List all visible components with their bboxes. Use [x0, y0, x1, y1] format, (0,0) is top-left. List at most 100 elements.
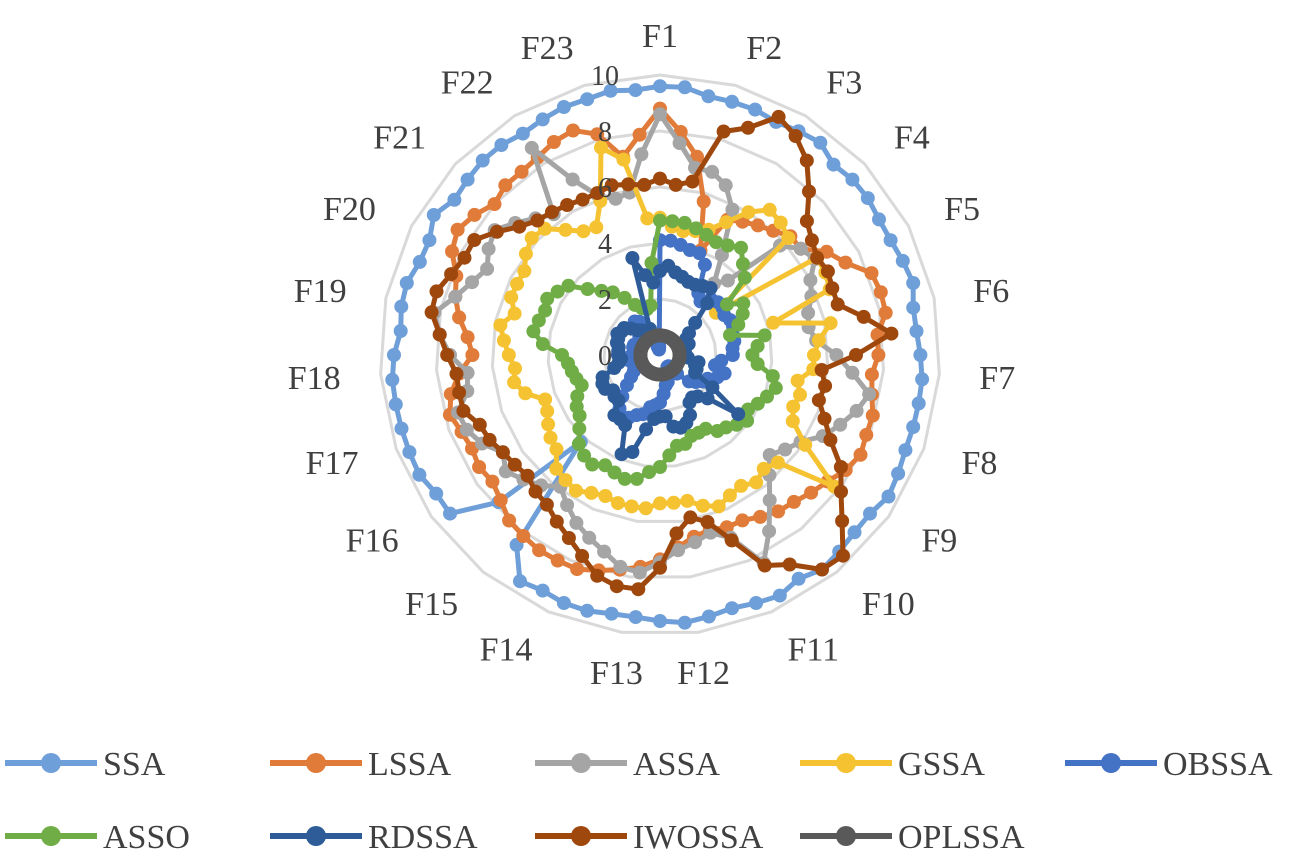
data-point [459, 422, 474, 437]
legend-item: IWOSSA [535, 819, 764, 856]
data-point [748, 102, 763, 117]
data-point [575, 549, 590, 563]
data-point [487, 197, 502, 212]
data-point [575, 192, 590, 207]
data-point [878, 305, 893, 320]
legend-label: OPLSSA [898, 819, 1025, 856]
data-point [895, 253, 910, 268]
data-point [823, 316, 838, 331]
data-point [711, 499, 726, 514]
data-point [582, 530, 597, 545]
data-point [881, 489, 896, 504]
data-point [762, 524, 777, 539]
data-point [493, 318, 508, 333]
series-asso [526, 213, 783, 486]
data-point [770, 455, 785, 470]
data-point [387, 348, 401, 362]
data-point [847, 525, 862, 540]
category-label: F12 [677, 655, 730, 692]
data-point [590, 568, 605, 583]
legend-marker [836, 753, 856, 773]
data-point [734, 240, 748, 255]
data-point [637, 177, 652, 192]
series-iwossa [424, 109, 899, 597]
data-point [402, 445, 417, 460]
data-point [696, 194, 711, 209]
data-point [653, 171, 667, 186]
data-point [429, 284, 444, 299]
data-point [653, 213, 667, 228]
data-point [653, 107, 667, 122]
data-point [393, 324, 408, 338]
legend-label: IWOSSA [633, 819, 764, 856]
data-point [856, 309, 871, 324]
data-point [570, 562, 585, 577]
data-point [803, 273, 818, 288]
data-point [703, 281, 718, 295]
data-point [456, 403, 471, 418]
data-point [838, 255, 853, 270]
data-point [517, 264, 532, 278]
legend-marker [571, 753, 591, 773]
data-point [804, 485, 819, 500]
data-point [555, 348, 569, 362]
data-point [793, 387, 807, 402]
data-point [508, 361, 522, 376]
data-point [560, 198, 575, 212]
data-point [472, 460, 487, 474]
radial-tick-label: 6 [598, 173, 612, 204]
legend-item: GSSA [800, 746, 985, 783]
data-point [572, 421, 587, 436]
data-point [883, 233, 898, 248]
data-point [864, 367, 879, 382]
legend-item: LSSA [270, 746, 452, 783]
data-point [624, 499, 639, 514]
data-point [798, 437, 813, 452]
data-point [810, 250, 825, 265]
data-point [665, 214, 680, 229]
category-label: F2 [746, 30, 782, 67]
category-label: F7 [979, 360, 1015, 397]
data-point [515, 126, 530, 141]
data-point [558, 222, 573, 237]
data-point [720, 297, 734, 312]
radar-series [385, 79, 930, 630]
data-point [790, 373, 805, 388]
data-point [494, 138, 509, 152]
category-label: F16 [346, 523, 399, 560]
data-point [749, 475, 764, 490]
data-point [549, 514, 564, 529]
data-point [530, 213, 545, 228]
data-point [720, 273, 735, 288]
data-point [811, 393, 826, 408]
data-point [814, 363, 829, 377]
data-point [613, 559, 628, 574]
legend-item: OBSSA [1065, 746, 1273, 783]
data-point [845, 172, 860, 187]
data-point [835, 514, 850, 528]
data-point [550, 553, 565, 568]
data-point [799, 153, 814, 168]
data-point [734, 478, 749, 493]
data-point [501, 348, 516, 362]
data-point [535, 583, 550, 598]
data-point [786, 399, 801, 414]
data-point [735, 513, 750, 528]
series-gssa [493, 140, 842, 516]
data-point [807, 348, 821, 362]
category-label: F3 [826, 65, 862, 102]
legend-item: RDSSA [270, 819, 478, 856]
category-label: F14 [480, 632, 533, 669]
data-point [705, 380, 720, 395]
data-point [737, 270, 752, 285]
data-point [791, 571, 806, 586]
data-point [512, 219, 527, 234]
data-point [516, 529, 531, 543]
data-point [444, 267, 459, 282]
data-point [632, 127, 647, 142]
data-point [909, 324, 924, 339]
category-label: F21 [373, 120, 426, 157]
data-point [608, 191, 623, 206]
data-point [634, 147, 649, 162]
